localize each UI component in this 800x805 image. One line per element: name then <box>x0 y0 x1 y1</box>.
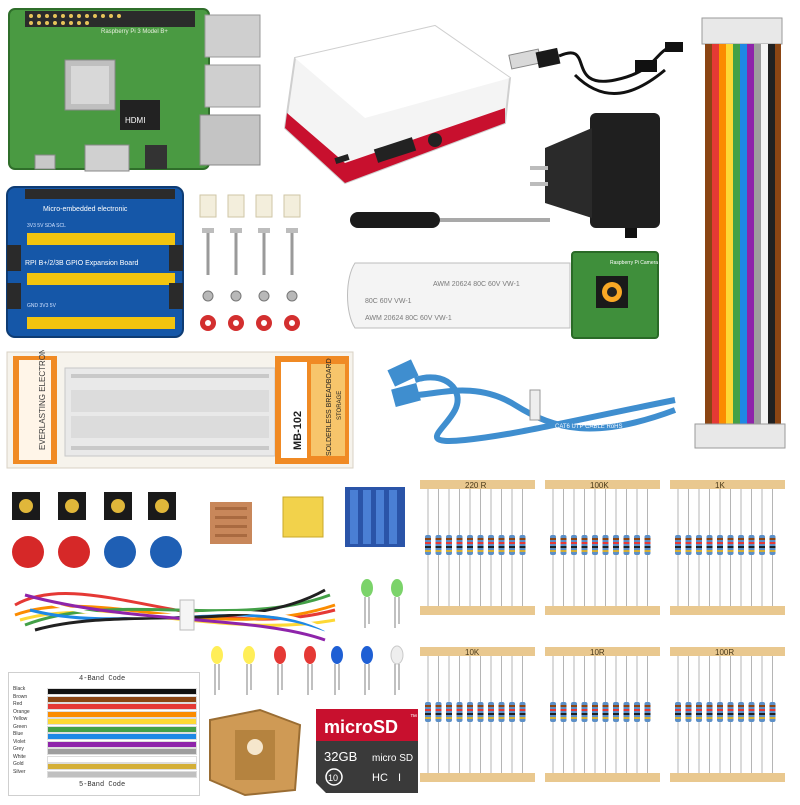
camera-holder <box>205 705 305 797</box>
color-card-row-label: Red <box>13 701 23 707</box>
rainbow-ribbon-cable <box>690 10 795 455</box>
breadboard-model: MB-102 <box>292 411 304 450</box>
flat-cable-print-2: 80C 60V VW-1 <box>365 298 412 305</box>
heatsinks <box>205 482 415 552</box>
resistor-strip-label: 220 R <box>465 481 487 490</box>
color-card-row: Gold <box>13 761 197 770</box>
resistor-strips: 220 R 100K 1K 10K 10R 100R <box>415 475 795 800</box>
camera-label: Raspberry Pi Camera <box>610 260 658 266</box>
color-card-row-label: White <box>13 753 26 760</box>
color-card-row: Yellow <box>13 716 197 725</box>
pi-case <box>265 18 525 188</box>
resistor-strip: 10R <box>545 647 660 782</box>
color-card-row: Orange <box>13 708 197 718</box>
breadboard-package: EVERLASTING ELECTRONIC MB-102 SOLDERLESS… <box>5 340 355 470</box>
microsd-card: microSD ™ 32GB micro SD HC 10 I <box>312 705 422 797</box>
sd-uhs: I <box>398 772 401 784</box>
usb-power-cable <box>505 20 695 110</box>
resistor-strip: 100K <box>545 480 660 615</box>
screws-standoffs-kit <box>195 190 310 340</box>
color-card-row: Red <box>13 701 197 710</box>
camera-module: Raspberry Pi Camera <box>570 250 660 340</box>
resistor-strip-label: 1K <box>715 481 725 490</box>
breadboard-title: SOLDERLESS BREADBOARD <box>326 358 333 456</box>
screwdriver <box>345 200 555 240</box>
ethernet-print: CAT6 UTP CABLE RoHS <box>555 424 622 430</box>
resistor-strip-label: 10R <box>590 648 605 657</box>
color-card-row-label: Violet <box>13 738 26 745</box>
power-adapter <box>530 108 670 238</box>
color-card-footer: 5-Band Code <box>79 781 126 789</box>
ethernet-cable: CAT6 UTP CABLE RoHS <box>375 350 685 450</box>
color-card-row: White <box>13 753 197 763</box>
resistor-strip-label: 10K <box>465 648 480 657</box>
color-card-row: Violet <box>13 738 197 748</box>
resistor-strip-label: 100K <box>590 481 609 490</box>
flat-cable-print-1: AWM 20624 80C 60V VW-1 <box>433 281 520 288</box>
color-card-row: Brown <box>13 693 197 703</box>
color-card-row: Black <box>13 686 197 695</box>
hdmi-label: HDMI <box>125 116 145 125</box>
color-card-row-label: Brown <box>13 693 28 700</box>
gpio-top-text: Micro-embedded electronic <box>43 206 128 213</box>
sd-brand: microSD <box>324 717 398 737</box>
raspberry-pi-board: Raspberry Pi 3 Model B+ HDMI <box>5 5 265 175</box>
sd-hc: HC <box>372 772 388 784</box>
color-card-row: Green <box>13 723 197 733</box>
resistor-strip: 1K <box>670 480 785 615</box>
resistor-strip: 220 R <box>420 480 535 615</box>
color-card-row-label: Silver <box>13 768 26 775</box>
color-card-row-label: Grey <box>13 746 24 752</box>
color-card-header: 4-Band Code <box>79 675 126 683</box>
gpio-pin-label-left: 3V3 5V SDA SCL <box>27 223 66 229</box>
breadboard-side-label: EVERLASTING ELECTRONIC <box>38 350 47 450</box>
gpio-expansion-board: Micro-embedded electronic RPI B+/2/3B GP… <box>5 185 185 340</box>
resistor-strip: 100R <box>670 647 785 782</box>
tactile-buttons <box>8 488 188 578</box>
color-card-row-label: Gold <box>13 761 24 767</box>
color-card-row-label: Blue <box>13 731 24 737</box>
flat-cable-print-3: AWM 20624 80C 60V VW-1 <box>365 315 452 322</box>
pi-model-text: Raspberry Pi 3 Model B+ <box>101 29 168 35</box>
color-card-row: Blue <box>13 731 197 740</box>
led-green-1 <box>361 579 373 628</box>
color-card-row-label: Black <box>13 686 26 692</box>
gpio-pin-label-right: GND 3V3 5V <box>27 303 57 309</box>
color-card-row: Grey <box>13 746 197 755</box>
color-card-row-label: Yellow <box>13 716 28 722</box>
sd-capacity: 32GB <box>324 749 357 764</box>
resistor-strip: 10K <box>420 647 535 782</box>
jumper-wires <box>5 575 345 650</box>
color-card-row-label: Orange <box>13 708 30 715</box>
sd-logo: micro SD <box>372 753 413 764</box>
color-card-row: Silver <box>13 768 197 778</box>
color-card-row-label: Green <box>13 723 27 730</box>
sd-tm: ™ <box>410 714 417 721</box>
gpio-middle-text: RPI B+/2/3B GPIO Expansion Board <box>25 260 139 267</box>
breadboard-sub: STORAGE <box>337 391 343 420</box>
leds <box>205 570 415 700</box>
resistor-strip-label: 100R <box>715 648 734 657</box>
sd-class: 10 <box>328 773 338 783</box>
camera-flat-cable: AWM 20624 80C 60V VW-1 80C 60V VW-1 AWM … <box>345 258 580 338</box>
